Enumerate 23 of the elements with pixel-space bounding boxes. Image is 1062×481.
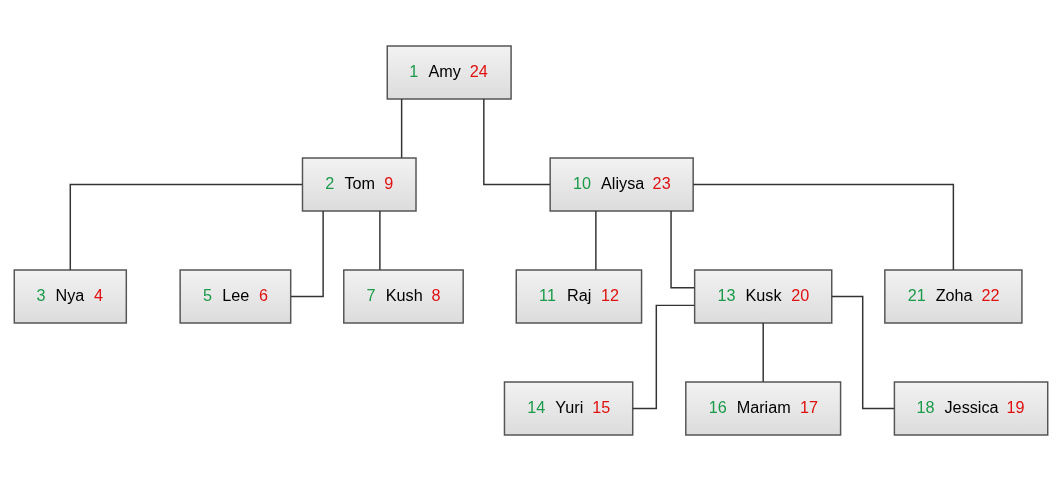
connector xyxy=(692,183,955,271)
node-box: 11 Raj 12 xyxy=(515,269,643,324)
node-box: 10 Aliysa 23 xyxy=(549,157,694,212)
node-box: 13 Kusk 20 xyxy=(693,269,833,324)
connector xyxy=(831,295,895,410)
node-box: 16 Mariam 17 xyxy=(685,381,842,436)
node-box: 21 Zoha 22 xyxy=(884,269,1023,324)
node-box: 2 Tom 9 xyxy=(301,157,417,212)
connector xyxy=(290,210,324,298)
connector xyxy=(379,210,381,271)
node-box: 14 Yuri 15 xyxy=(503,381,634,436)
node-box: 18 Jessica 19 xyxy=(893,381,1049,436)
connector xyxy=(483,98,551,186)
connector xyxy=(670,210,696,289)
node-box: 3 Nya 4 xyxy=(13,269,128,324)
node-box: 7 Kush 8 xyxy=(343,269,464,324)
connector xyxy=(762,322,764,383)
connector xyxy=(69,183,303,271)
node-box: 5 Lee 6 xyxy=(179,269,292,324)
connector xyxy=(400,98,403,159)
connector xyxy=(595,210,597,271)
node-box: 1 Amy 24 xyxy=(386,45,512,100)
connector xyxy=(632,304,696,410)
